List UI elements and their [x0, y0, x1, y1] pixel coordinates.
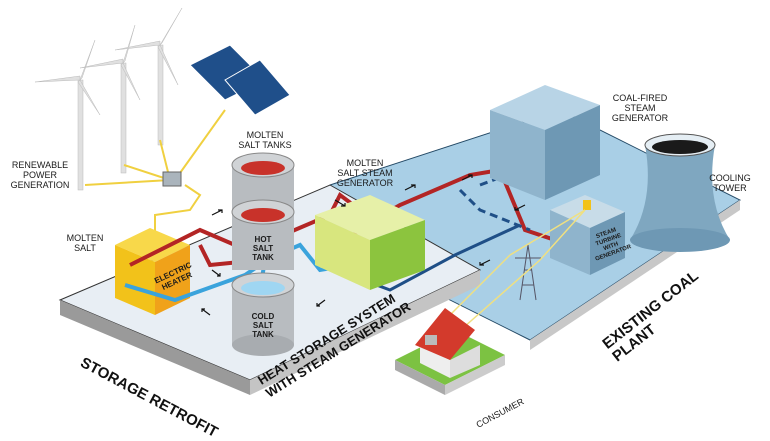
- renewable-power-label: RENEWABLE POWER GENERATION: [10, 160, 70, 190]
- consumer-house: [395, 308, 505, 395]
- coal-fired-building: [490, 85, 600, 200]
- hot-salt-tank-label: HOT SALT TANK: [252, 235, 274, 262]
- cold-salt-tank: [231, 272, 295, 356]
- molten-salt-tanks-label: MOLTEN SALT TANKS: [238, 130, 292, 150]
- junction-box: [162, 171, 182, 187]
- power-lines: [84, 109, 226, 240]
- cooling-tower: [630, 133, 730, 252]
- flow-arrows: [201, 174, 526, 316]
- molten-salt-label: MOLTEN SALT: [66, 233, 104, 253]
- hot-salt-tanks: [231, 152, 295, 270]
- coal-fired-steam-generator-label: COAL-FIRED STEAM GENERATOR: [611, 93, 669, 123]
- wind-turbines: [34, 7, 183, 191]
- steam-generator-box: [315, 195, 425, 290]
- molten-salt-steam-generator-label: MOLTEN SALT STEAM GENERATOR: [336, 158, 394, 188]
- cold-salt-tank-label: COLD SALT TANK: [251, 312, 275, 339]
- steam-turbine-box: [550, 195, 625, 275]
- solar-panels: [189, 44, 291, 116]
- cooling-tower-label: COOLING TOWER: [709, 173, 751, 193]
